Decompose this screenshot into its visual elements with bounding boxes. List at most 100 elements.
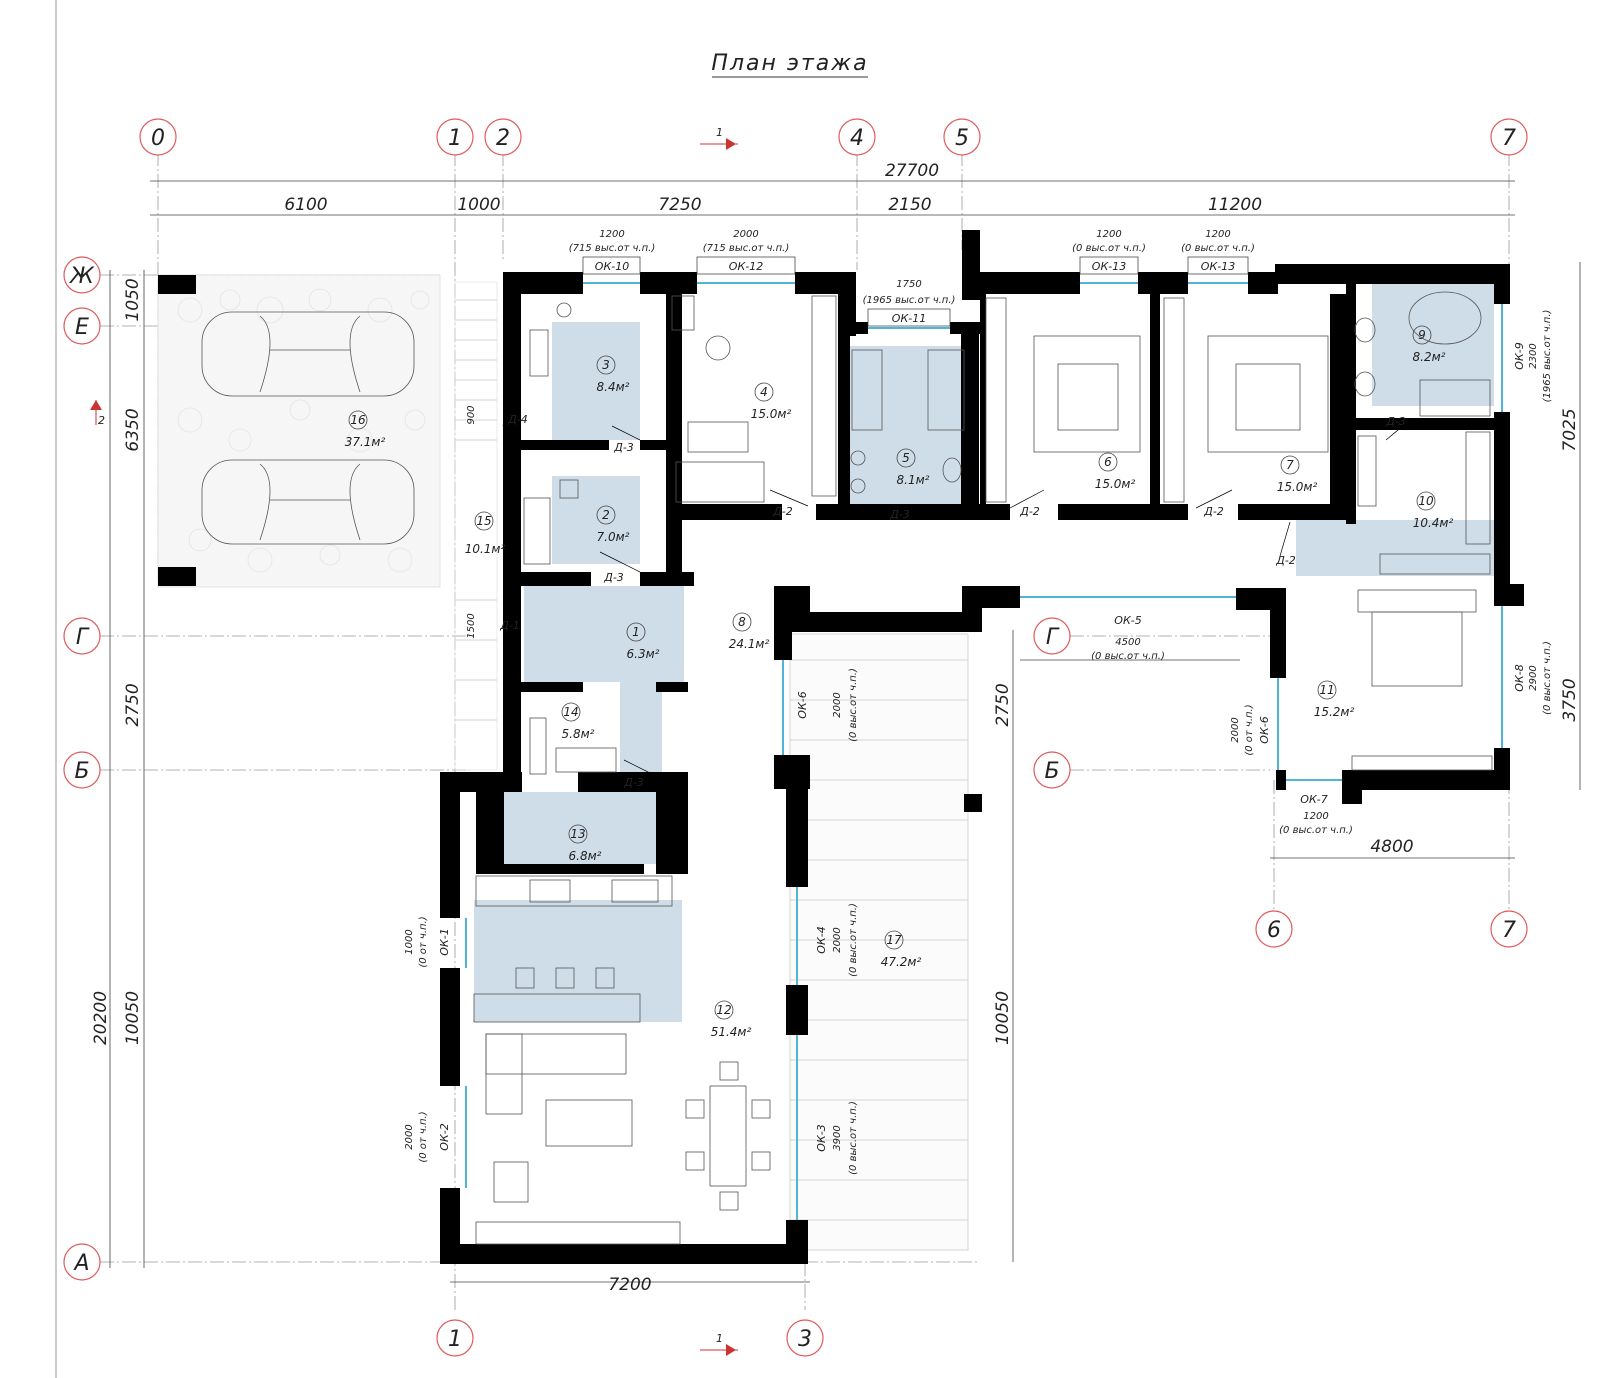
window-note: (715 выс.от ч.п.) xyxy=(569,243,655,254)
dimension-text: 900 xyxy=(466,405,477,424)
axis-label: А xyxy=(72,1251,89,1276)
axis-label: 3 xyxy=(798,1327,812,1352)
window-note: (0 от ч.п.) xyxy=(418,916,429,967)
window-label: ОК-6 xyxy=(796,691,809,718)
room-number: 1 xyxy=(632,625,640,639)
axis-label: 1 xyxy=(448,126,462,151)
dimension-labels: 27700 6100 1000 7250 2150 11200 20200 10… xyxy=(91,161,1580,1295)
window-label: ОК-13 xyxy=(1092,260,1126,273)
window-note: (0 от ч.п.) xyxy=(1244,704,1255,755)
door-label: Д-2 xyxy=(1203,505,1224,518)
door-label: Д-2 xyxy=(1275,554,1296,567)
window-size: 2900 xyxy=(1528,665,1539,690)
dimension-text: 2750 xyxy=(993,683,1013,726)
room-number: 4 xyxy=(760,385,768,399)
window-label: ОК-6 xyxy=(1258,716,1271,743)
room-area: 7.0м² xyxy=(597,530,630,544)
axis-label: Б xyxy=(1044,759,1059,784)
window-label: ОК-10 xyxy=(595,260,629,273)
window-label: ОК-9 xyxy=(1513,342,1526,369)
dimension-lines xyxy=(109,180,1581,1283)
room-number: 13 xyxy=(570,827,585,841)
window-label: ОК-3 xyxy=(815,1124,828,1151)
window-size: 2000 xyxy=(832,927,843,952)
dimension-text: 27700 xyxy=(885,161,939,181)
window-size: 4500 xyxy=(1115,637,1140,648)
window-label: ОК-13 xyxy=(1201,260,1235,273)
room-area: 15.0м² xyxy=(751,407,792,421)
room-number: 10 xyxy=(1418,494,1434,508)
dimension-text: 10050 xyxy=(123,991,143,1045)
dimension-text: 7025 xyxy=(1560,408,1580,451)
room-area: 8.4м² xyxy=(597,380,630,394)
room-area: 8.2м² xyxy=(1413,350,1446,364)
section-mark: 1 xyxy=(716,1332,723,1345)
axis-label: 5 xyxy=(955,126,969,151)
axis-label: 4 xyxy=(850,126,864,151)
window-size: 2000 xyxy=(832,692,843,717)
axis-label: Г xyxy=(76,625,90,650)
section-mark: 1 xyxy=(716,126,723,139)
axis-label: Г xyxy=(1046,625,1060,650)
window-note: (0 выс.от ч.п.) xyxy=(1091,651,1165,662)
window-label: ОК-12 xyxy=(729,260,763,273)
section-marks: 1 1 2 xyxy=(90,126,738,1356)
window-note: (1965 выс.от ч.п.) xyxy=(863,295,956,306)
axis-label: Б xyxy=(74,759,89,784)
window-note: (0 выс.от ч.п.) xyxy=(848,1101,859,1175)
axis-label: 7 xyxy=(1502,918,1516,943)
room-area: 15.0м² xyxy=(1277,480,1318,494)
room-number: 5 xyxy=(902,451,910,465)
axis-label: Е xyxy=(75,315,89,340)
window-label: ОК-5 xyxy=(1114,614,1141,627)
window-note: (0 выс.от ч.п.) xyxy=(1542,641,1553,715)
room-area: 24.1м² xyxy=(729,637,770,651)
dimension-text: 4800 xyxy=(1370,837,1413,857)
axis-label: Ж xyxy=(68,264,95,289)
door-label: Д-3 xyxy=(603,571,624,584)
room-number: 6 xyxy=(1104,455,1112,469)
window-size: 2000 xyxy=(404,1124,415,1149)
room-number: 8 xyxy=(738,615,746,629)
terrace-15 xyxy=(454,281,498,771)
dimension-text: 7250 xyxy=(658,195,701,215)
window-size: 2300 xyxy=(1528,343,1539,368)
axis-label: 2 xyxy=(496,126,510,151)
room-area: 51.4м² xyxy=(711,1025,752,1039)
room-number: 16 xyxy=(350,413,366,427)
axis-label: 0 xyxy=(151,126,165,151)
room-number: 3 xyxy=(602,358,610,372)
dimension-text: 1500 xyxy=(466,613,477,638)
room-number: 9 xyxy=(1418,328,1426,342)
window-size: 1200 xyxy=(1096,229,1121,240)
window-size: 1200 xyxy=(1205,229,1230,240)
window-note: (0 выс.от ч.п.) xyxy=(1181,243,1255,254)
dimension-text: 7200 xyxy=(608,1275,651,1295)
window-size: 1200 xyxy=(1303,811,1328,822)
window-label: ОК-7 xyxy=(1300,793,1327,806)
car-icon xyxy=(201,459,415,545)
window-label: ОК-1 xyxy=(438,928,451,955)
door-label: Д-3 xyxy=(889,508,910,521)
plan-title: План этажа xyxy=(711,51,868,76)
room-labels: 1 6.3м² 2 7.0м² 3 8.4м² 4 15.0м² 5 8.1м²… xyxy=(345,325,1454,1039)
room-number: 11 xyxy=(1319,683,1334,697)
room-area: 6.3м² xyxy=(627,647,660,661)
shaded-areas xyxy=(474,282,1496,1022)
door-label: Д-3 xyxy=(623,776,644,789)
window-size: 1200 xyxy=(599,229,624,240)
window-glazing xyxy=(465,282,1503,1220)
terrace-17 xyxy=(789,633,982,1251)
axis-label: 7 xyxy=(1502,126,1516,151)
axis-bubbles: 0 1 2 4 5 7 1 3 6 7 Ж Е Г Б А Г Б xyxy=(63,118,1528,1357)
room-area: 47.2м² xyxy=(881,955,922,969)
room-area: 10.4м² xyxy=(1413,516,1454,530)
walls xyxy=(440,230,1524,1264)
dimension-text: 11200 xyxy=(1208,195,1262,215)
window-label: ОК-4 xyxy=(815,926,828,953)
dimension-text: 3750 xyxy=(1560,678,1580,721)
room-number: 15 xyxy=(476,514,491,528)
window-note: (0 выс.от ч.п.) xyxy=(848,903,859,977)
door-label: Д-1 xyxy=(499,619,520,632)
